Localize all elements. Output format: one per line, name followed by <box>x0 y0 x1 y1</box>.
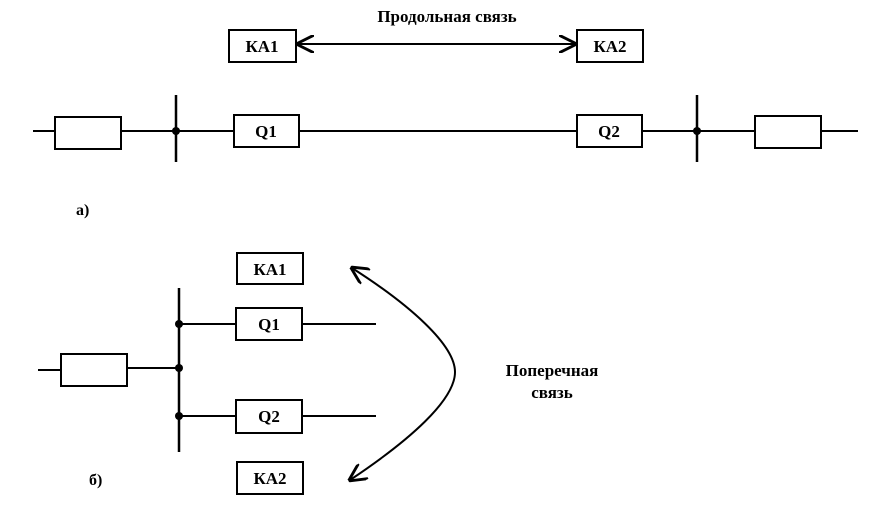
transverse-link-arrow <box>350 268 457 480</box>
part-a-caption: а) <box>76 202 89 219</box>
part-b-q1: Q1 <box>235 307 303 341</box>
left-element-box <box>54 116 122 150</box>
right-element-box <box>754 115 822 149</box>
ka2-label: КА2 <box>593 37 626 56</box>
ka2-label: КА2 <box>253 469 286 488</box>
ka1-label: КА1 <box>253 260 286 279</box>
part-a: Продольная связь КА1 КА2 Q1 Q2 а) <box>33 7 858 219</box>
transverse-link-title-line2: связь <box>531 383 573 402</box>
q2-label: Q2 <box>598 122 620 141</box>
source-element-box <box>60 353 128 387</box>
part-b-q2: Q2 <box>235 399 303 434</box>
bus-node-source <box>175 364 183 372</box>
part-a-q1: Q1 <box>233 114 300 148</box>
part-a-ka2: КА2 <box>576 29 644 63</box>
q2-label: Q2 <box>258 407 280 426</box>
transverse-link-title-line1: Поперечная <box>506 361 599 380</box>
part-b-ka1: КА1 <box>236 252 304 285</box>
ka1-box <box>228 29 297 63</box>
ka2-box <box>576 29 644 63</box>
right-bus-node <box>693 127 701 135</box>
part-b-caption: б) <box>89 472 102 489</box>
part-b: КА1 Q1 Q2 КА2 Поперечная связь б) <box>38 252 599 495</box>
left-bus-node <box>172 127 180 135</box>
part-a-q2: Q2 <box>576 114 643 148</box>
ka1-box <box>236 252 304 285</box>
longitudinal-link-title: Продольная связь <box>377 7 516 26</box>
part-b-ka2: КА2 <box>236 461 304 495</box>
q1-box <box>235 307 303 341</box>
q1-box <box>233 114 300 148</box>
ka1-label: КА1 <box>245 37 278 56</box>
part-a-ka1: КА1 <box>228 29 297 63</box>
q1-label: Q1 <box>255 122 277 141</box>
q1-label: Q1 <box>258 315 280 334</box>
ka2-box <box>236 461 304 495</box>
